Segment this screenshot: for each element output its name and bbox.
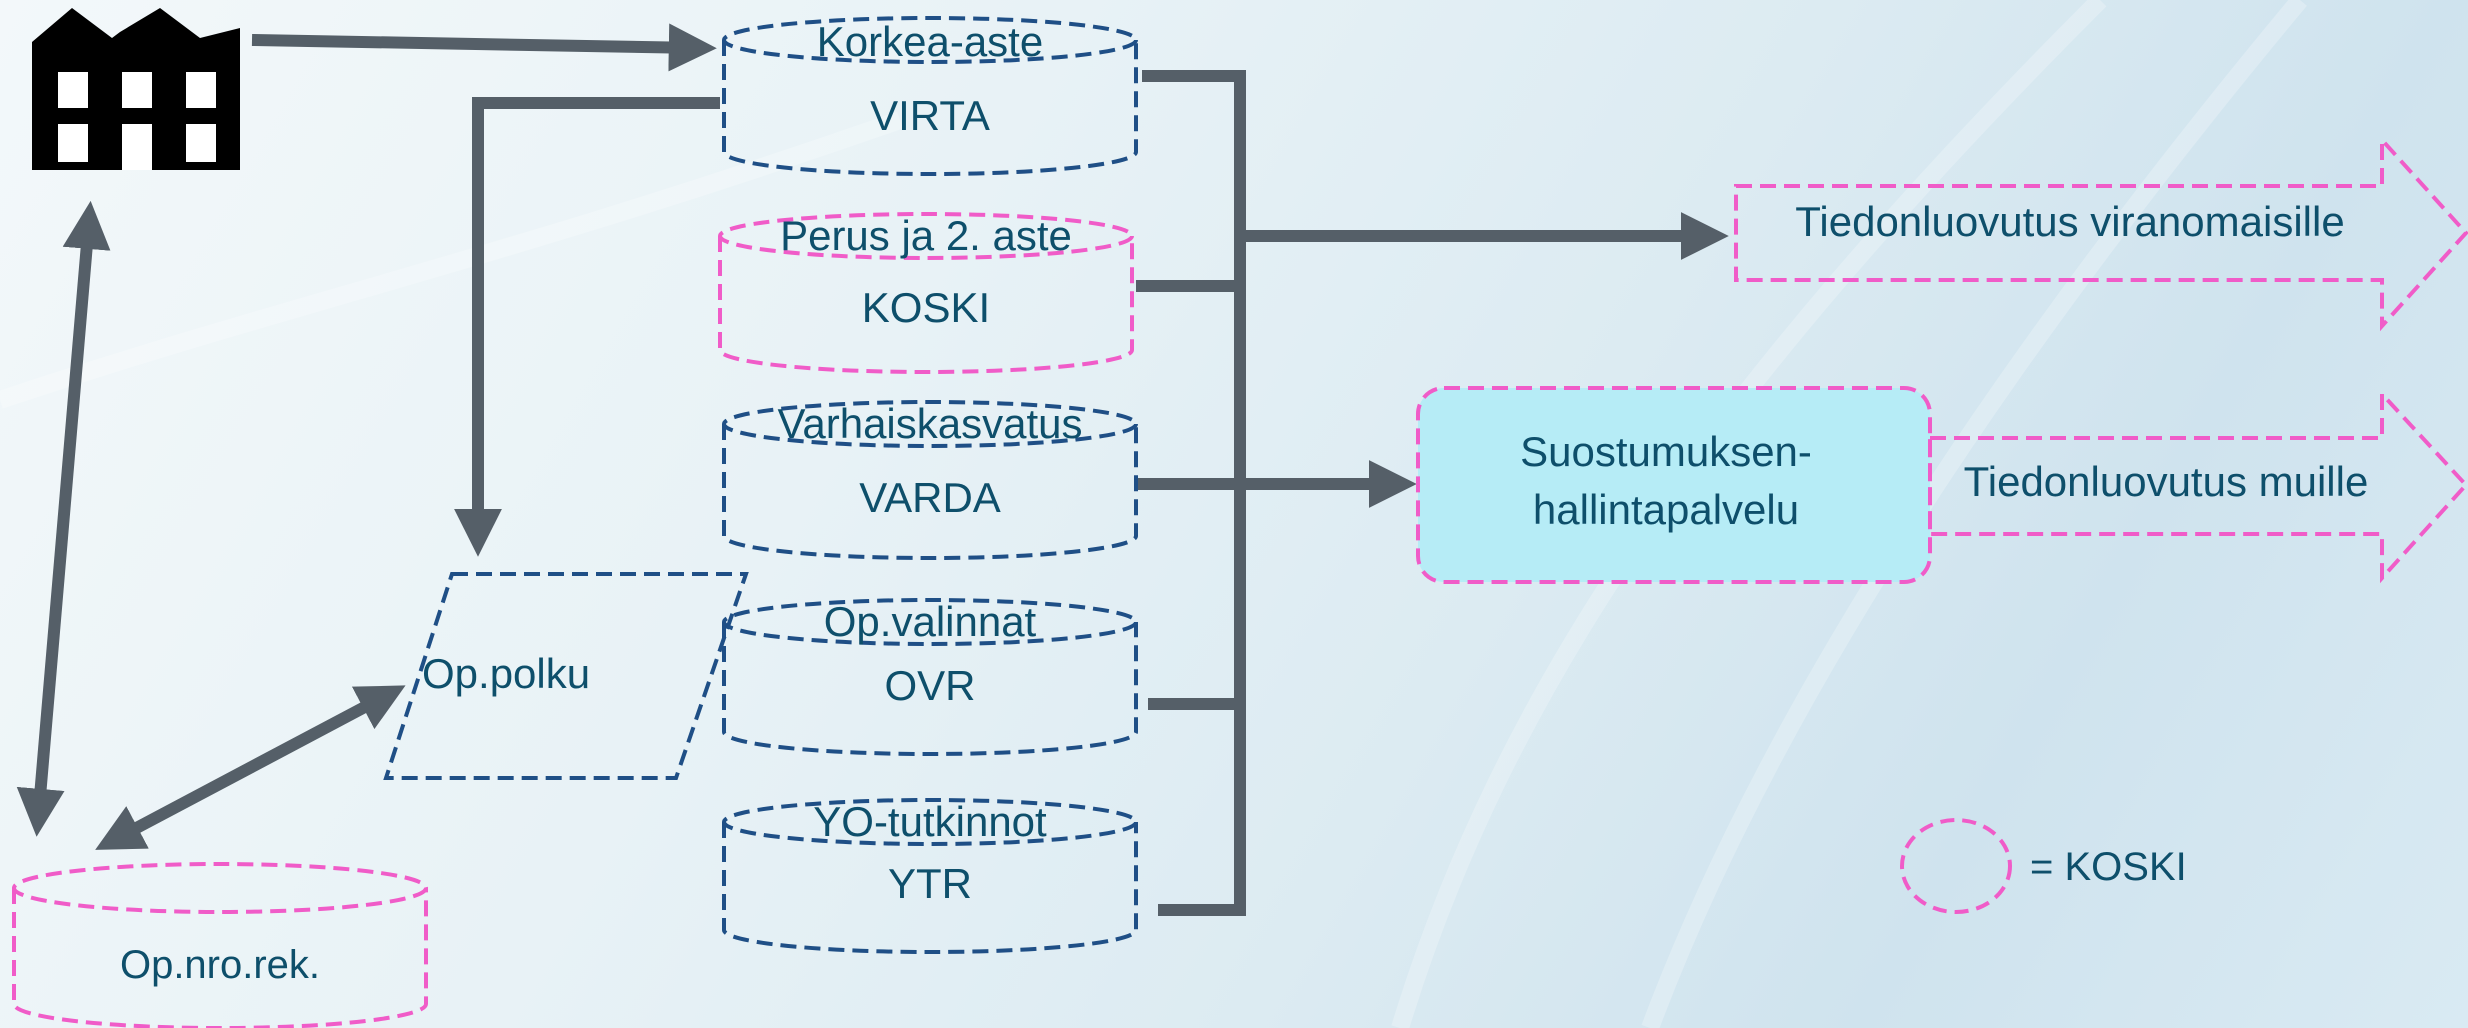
db-varda: Varhaiskasvatus VARDA: [722, 400, 1138, 560]
consent-service-line1: Suostumuksen-: [1520, 428, 1812, 475]
consent-service-line2: hallintapalvelu: [1533, 486, 1799, 533]
db-varda-name: VARDA: [859, 474, 1001, 521]
db-virta: Korkea-aste VIRTA: [722, 16, 1138, 176]
consent-service: Suostumuksen- hallintapalvelu: [1416, 386, 1932, 584]
arrow-virta-to-path: [454, 97, 720, 557]
path-service: Op.polku: [383, 572, 749, 780]
db-varda-title: Varhaiskasvatus: [777, 400, 1082, 447]
connectors: [16, 23, 1729, 916]
db-ytr-name: YTR: [888, 860, 972, 907]
legend-label: = KOSKI: [2030, 845, 2187, 889]
db-virta-name: VIRTA: [870, 92, 990, 139]
output-authorities-label: Tiedonluovutus viranomaisille: [1795, 198, 2344, 245]
background-decoration: [0, 0, 2300, 1028]
db-koski-title: Perus ja 2. aste: [780, 212, 1072, 259]
db-ytr: YO-tutkinnot YTR: [722, 798, 1138, 954]
db-koski-name: KOSKI: [862, 284, 990, 331]
db-virta-title: Korkea-aste: [817, 18, 1043, 65]
path-service-label: Op.polku: [422, 650, 590, 697]
legend-koski-swatch: [1900, 818, 2012, 914]
collector-bus: [1142, 70, 1246, 916]
db-koski: Perus ja 2. aste KOSKI: [718, 212, 1134, 374]
db-ovr: Op.valinnat OVR: [722, 598, 1138, 756]
arrow-school-to-virta: [251, 23, 717, 72]
output-others: Tiedonluovutus muille: [1928, 388, 2468, 584]
output-authorities: Tiedonluovutus viranomaisille: [1734, 134, 2468, 332]
output-others-label: Tiedonluovutus muille: [1964, 458, 2369, 505]
db-registry: Op.nro.rek.: [12, 862, 428, 1028]
school-building-icon: [32, 8, 240, 170]
legend: = KOSKI: [1900, 818, 2187, 914]
db-ovr-name: OVR: [884, 662, 975, 709]
db-ytr-title: YO-tutkinnot: [813, 798, 1047, 845]
arrow-school-registry: [16, 200, 111, 837]
db-registry-name: Op.nro.rek.: [120, 943, 320, 987]
db-ovr-title: Op.valinnat: [824, 598, 1037, 645]
arrow-path-registry: [95, 685, 406, 850]
